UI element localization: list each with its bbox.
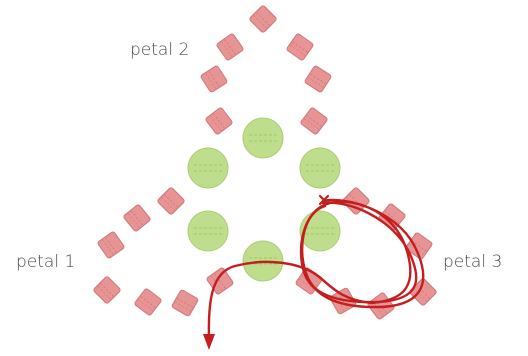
petal-2-label: petal 2 bbox=[130, 40, 190, 60]
bicone-bead bbox=[300, 107, 328, 135]
round-bead bbox=[187, 210, 229, 252]
bicone-bead bbox=[171, 289, 199, 317]
petal-1-label: petal 1 bbox=[16, 252, 76, 272]
bicone-bead bbox=[216, 33, 244, 61]
bicone-bead bbox=[200, 65, 228, 93]
bicone-bead bbox=[93, 276, 121, 304]
round-bead bbox=[299, 210, 341, 252]
thread-path-layer bbox=[203, 194, 425, 350]
bicone-bead bbox=[157, 187, 185, 215]
bicone-bead bbox=[205, 107, 233, 135]
bicone-bead bbox=[134, 288, 162, 316]
bicone-bead bbox=[304, 65, 332, 93]
x-mark-icon bbox=[318, 194, 330, 206]
bicone-bead bbox=[286, 33, 314, 61]
bicone-bead bbox=[249, 5, 277, 33]
round-bead bbox=[299, 147, 341, 189]
arrow-head-icon bbox=[203, 334, 215, 350]
petal-3-label: petal 3 bbox=[443, 252, 503, 272]
bicone-bead bbox=[378, 203, 406, 231]
bicone-bead bbox=[206, 267, 234, 295]
thread-exit bbox=[207, 260, 374, 340]
round-bead bbox=[187, 147, 229, 189]
bicone-bead bbox=[123, 204, 151, 232]
beads-layer bbox=[93, 5, 437, 320]
round-bead bbox=[242, 117, 284, 159]
thread-loop-inner bbox=[299, 201, 418, 304]
bicone-bead bbox=[97, 231, 125, 259]
